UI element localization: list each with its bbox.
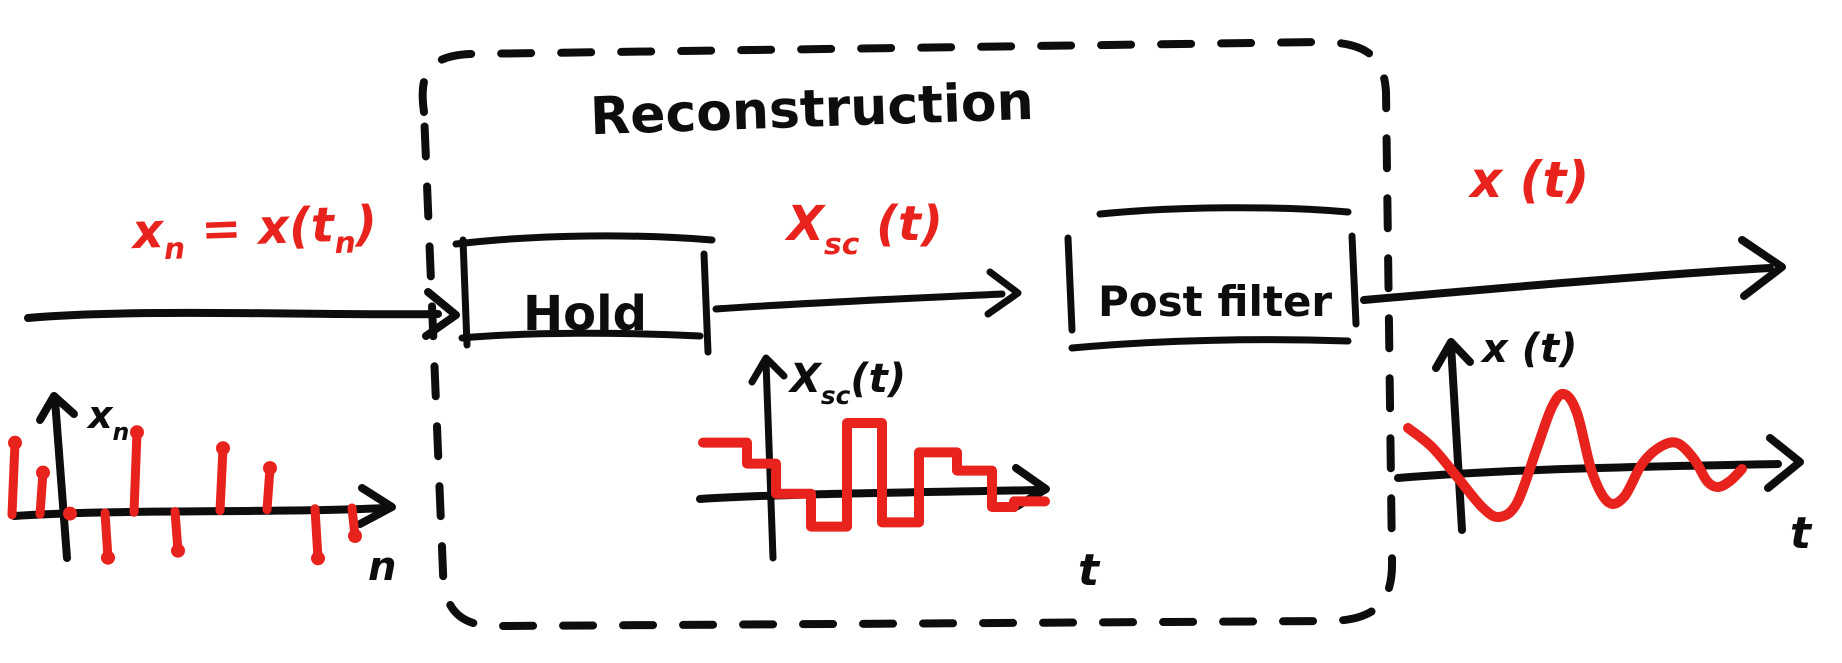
staircase-x-axis-label: t: [1078, 545, 1101, 596]
staircase-signal: [698, 418, 1050, 532]
sample-stems: [7, 425, 362, 566]
staircase-sketch: Xsc(t) t: [696, 354, 1101, 596]
hold-block: Hold: [452, 232, 716, 356]
sample-dot: [63, 506, 77, 521]
mid-label-base: X: [784, 196, 826, 252]
mid-label-close: (t): [859, 196, 943, 252]
smooth-x-arrowhead-icon: [1764, 434, 1804, 492]
output-signal-label: x (t): [1467, 151, 1589, 209]
mid-arrow-line: [712, 290, 1006, 313]
smooth-y-axis: [1447, 341, 1466, 534]
filter-box-top: [1096, 204, 1352, 218]
samples-x-axis: [10, 504, 388, 520]
input-label-sub: n: [163, 231, 185, 267]
output-arrow-line: [1360, 264, 1774, 304]
hold-to-filter-arrow: [712, 268, 1022, 318]
filter-box-left: [1064, 234, 1076, 334]
input-arrow: [24, 288, 460, 340]
post-filter-block: Post filter: [1064, 204, 1360, 352]
input-label-mid: = x(t: [183, 197, 336, 258]
staircase-ylabel-close: (t): [850, 356, 906, 402]
smooth-signal: [1403, 388, 1747, 523]
input-arrowhead-icon: [422, 288, 460, 340]
staircase-y-arrowhead-icon: [748, 354, 788, 386]
staircase-y-axis-label: Xsc(t): [787, 356, 906, 410]
hold-box-right: [700, 250, 712, 356]
samples-ylabel-base: x: [86, 393, 114, 437]
sample-dot: [216, 441, 230, 456]
staircase-ylabel-sub: sc: [821, 381, 851, 410]
hold-box-top: [452, 232, 716, 248]
sample-dot: [8, 435, 22, 450]
sample-stem: [100, 508, 113, 563]
reconstruction-title: Reconstruction: [589, 72, 1034, 147]
hold-box-bottom: [458, 329, 704, 342]
sample-dot: [263, 461, 277, 476]
post-filter-block-label: Post filter: [1098, 277, 1332, 326]
reconstruction-dashed-box: [418, 38, 1397, 631]
smooth-y-axis-label: x (t): [1480, 326, 1577, 372]
filter-box-bottom: [1068, 336, 1352, 352]
smooth-y-arrowhead-icon: [1432, 338, 1474, 372]
samples-ylabel-sub: n: [113, 418, 130, 446]
hold-block-label: Hold: [523, 286, 647, 342]
staircase-ylabel-base: X: [787, 356, 823, 402]
output-arrowhead-icon: [1738, 236, 1786, 300]
samples-y-axis: [51, 396, 71, 562]
sample-dot: [311, 551, 325, 566]
input-arrow-line: [24, 308, 442, 322]
smooth-x-axis: [1394, 460, 1782, 482]
input-label-close: ): [352, 196, 378, 253]
sample-dot: [348, 529, 362, 543]
mid-label-sub: sc: [824, 227, 860, 262]
staircase-x-axis: [696, 486, 1040, 503]
sample-dot: [101, 550, 115, 565]
smooth-sketch: x (t) t: [1394, 326, 1813, 559]
input-label-sub2: n: [334, 225, 356, 261]
samples-y-axis-label: xn: [86, 393, 129, 446]
sample-stem: [310, 504, 323, 563]
smooth-x-axis-label: t: [1790, 508, 1813, 559]
input-signal-label: xn = x(tn): [129, 196, 378, 269]
sample-stem: [215, 443, 228, 516]
samples-y-arrowhead-icon: [36, 392, 78, 424]
sample-dot: [36, 465, 50, 480]
samples-x-axis-label: n: [368, 544, 396, 590]
filter-box-right: [1348, 232, 1360, 328]
mid-arrowhead-icon: [984, 268, 1022, 318]
sample-dot: [130, 425, 144, 440]
input-label-base: x: [129, 203, 166, 260]
samples-x-arrowhead-icon: [356, 484, 396, 528]
sample-dot: [171, 543, 185, 558]
output-arrow: [1360, 236, 1786, 304]
samples-sketch: xn n: [7, 392, 396, 590]
mid-signal-label: Xsc (t): [784, 196, 943, 262]
hold-box-left: [459, 236, 471, 349]
sample-stem: [129, 427, 142, 517]
sample-stem: [7, 438, 20, 520]
